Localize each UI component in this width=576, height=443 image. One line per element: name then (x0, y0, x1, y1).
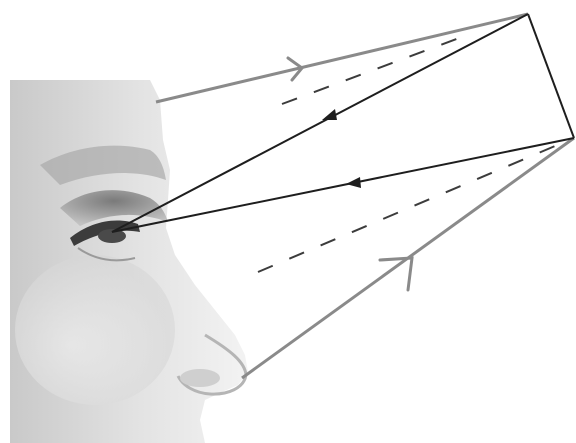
dashed-ray-lower (258, 146, 555, 272)
arrowhead-filled-lower (346, 177, 361, 188)
reflected-ray-upper (112, 14, 528, 232)
cheek-highlight (15, 255, 175, 405)
arrowhead-filled-upper (322, 109, 337, 120)
face-profile-illustration (10, 80, 248, 443)
reflected-ray-lower (112, 138, 574, 232)
reflected-rays (112, 14, 574, 232)
nostril (180, 369, 220, 387)
dashed-rays (258, 34, 555, 272)
mirror-line (528, 14, 574, 138)
incident-ray-upper (156, 14, 528, 102)
mirror-surface (528, 14, 574, 138)
